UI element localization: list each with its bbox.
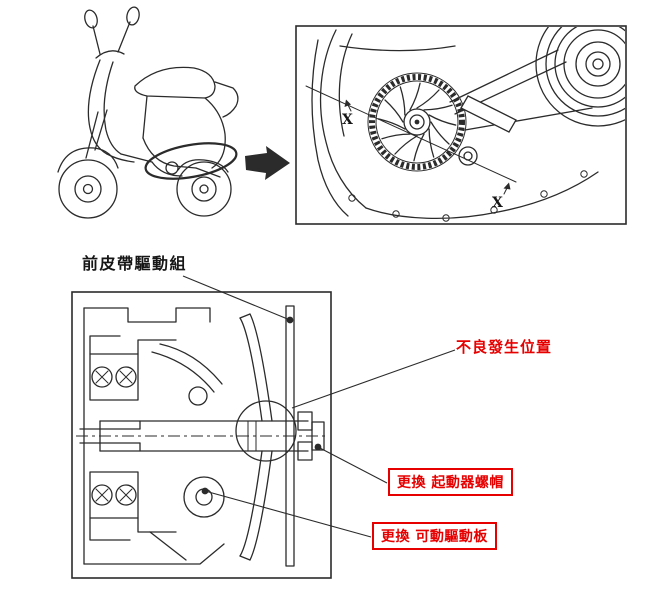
kick-gear <box>183 476 225 518</box>
transmission-highlight-ellipse <box>144 142 238 180</box>
cross-section-frame <box>71 291 332 579</box>
clutch-pulley <box>535 27 625 127</box>
lower-bearing <box>89 471 139 519</box>
cross-section-drawing <box>76 305 327 567</box>
scooter-drawing <box>57 6 239 219</box>
drive-shaft <box>79 420 309 452</box>
right-mirror <box>126 6 140 26</box>
engine-detail-frame <box>295 25 627 225</box>
assembly-title: 前皮帶驅動組 <box>82 254 188 273</box>
upper-bearing <box>89 353 139 401</box>
starter-nut-leader-line <box>317 446 388 484</box>
replace-starter-nut-callout: 更換 起動器螺帽 <box>388 468 513 496</box>
callout-dot-drive-plate <box>201 487 209 495</box>
replace-movable-drive-plate-callout: 更換 可動驅動板 <box>372 522 497 550</box>
section-marker-x-top: X <box>342 112 353 128</box>
defect-highlight-circle <box>235 400 297 462</box>
section-marker-x-bottom: X <box>492 195 503 211</box>
starter-gear-fan-wheel <box>367 72 467 172</box>
seat <box>134 66 216 99</box>
drive-plate-leader-line <box>204 490 372 538</box>
movable-drive-face <box>239 313 273 561</box>
section-line-x-x <box>305 85 517 183</box>
kick-lever <box>460 95 517 133</box>
defect-location-label: 不良發生位置 <box>456 338 553 356</box>
assembly-leader-line <box>182 275 291 321</box>
callout-dot-starter-nut <box>314 443 322 451</box>
left-mirror <box>84 9 98 29</box>
starter-nut-parts <box>297 411 325 461</box>
callout-dot-assembly <box>286 316 294 324</box>
defect-leader-line <box>291 349 456 409</box>
roller-weight <box>188 386 208 406</box>
engine-detail-drawing <box>305 27 625 222</box>
zoom-pointer-arrow <box>245 146 290 180</box>
fixed-drive-plate <box>285 305 295 567</box>
callout-leaders <box>182 275 456 538</box>
